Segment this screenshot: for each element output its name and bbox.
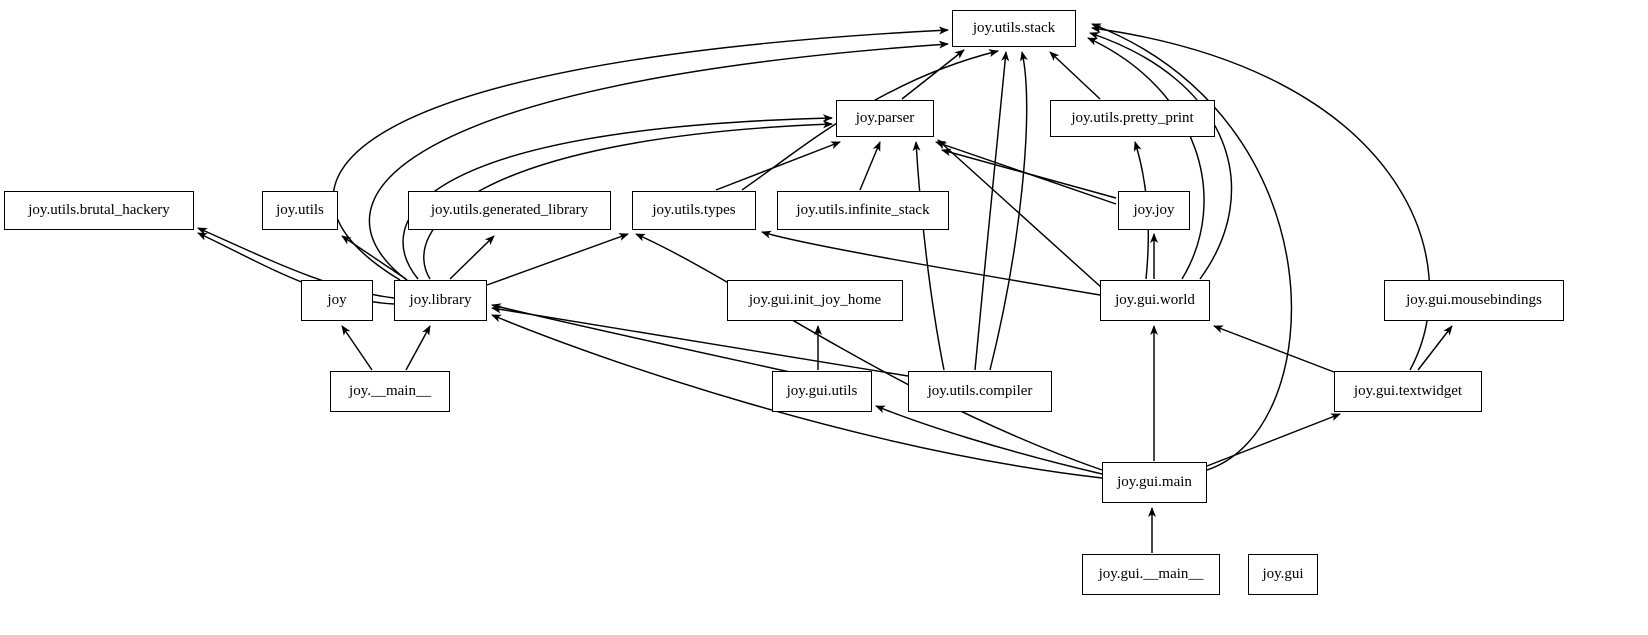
edge-joy-utils-pretty-print-to-joy-utils-stack [1049,51,1101,100]
node-joy-utils-brutal-hackery[interactable]: joy.utils.brutal_hackery [4,191,194,230]
node-label: joy.utils [276,202,324,218]
node-label: joy [327,292,347,308]
edge-joy-gui-world-to-joy-parser [937,139,1103,289]
edge-joy-utils-infinite-stack-to-joy-parser [859,141,881,191]
node-joy-gui-mousebindings[interactable]: joy.gui.mousebindings [1384,280,1564,321]
edge-joy-library-to-joy-utils [341,235,407,280]
node-joy[interactable]: joy [301,280,373,321]
node-label: joy.utils.pretty_print [1071,110,1194,126]
node-label: joy.gui.main [1117,474,1192,490]
node-joy-gui-world[interactable]: joy.gui.world [1100,280,1210,321]
edge-joy-library-to-joy-utils-types [486,233,629,286]
node-joy-gui[interactable]: joy.gui [1248,554,1318,595]
edge-joy-utils-compiler-to-joy-utils-stack-b [989,51,1028,371]
edge-joy-gui-textwidget-to-joy-gui-mousebindings [1417,325,1453,371]
node-joy-joy[interactable]: joy.joy [1118,191,1190,230]
edge-joy-utils-compiler-to-joy-utils-stack-a [974,51,1010,371]
edge-joy-main-to-joy [341,325,373,371]
node-label: joy.gui.textwidget [1353,383,1463,399]
node-joy-parser[interactable]: joy.parser [836,100,934,137]
node-joy-gui-main[interactable]: joy.gui.main [1102,462,1207,503]
edge-joy-main-to-joy-library [405,325,431,371]
node-joy-utils[interactable]: joy.utils [262,191,338,230]
node-label: joy.gui.__main__ [1098,566,1204,582]
node-label: joy.gui.mousebindings [1406,292,1542,308]
node-label: joy.utils.brutal_hackery [28,202,170,218]
edge-joy-library-to-joy-utils-generated-library [449,235,495,280]
node-label: joy.gui [1262,566,1304,582]
node-joy-utils-stack[interactable]: joy.utils.stack [952,10,1076,47]
edge-joy-gui-main-to-joy-utils-types [635,233,1103,471]
node-label: joy.__main__ [349,383,431,399]
edge-joy-gui-main-to-joy-gui-textwidget [1206,413,1341,467]
edge-joy-gui-textwidget-to-joy-gui-world [1213,325,1335,373]
node-joy-gui-utils[interactable]: joy.gui.utils [772,371,872,412]
node-joy-utils-types[interactable]: joy.utils.types [632,191,756,230]
node-joy-dunder-main[interactable]: joy.__main__ [330,371,450,412]
edge-joy-library-to-joy-utils-stack-a [332,26,949,281]
edge-joy-joy-to-joy-parser-b [935,141,1117,205]
edge-joy-gui-world-to-joy-utils-stack-b [1089,32,1233,280]
node-label: joy.parser [855,110,915,126]
edge-joy-parser-to-joy-utils-stack [901,49,965,100]
node-joy-utils-infinite-stack[interactable]: joy.utils.infinite_stack [777,191,949,230]
node-label: joy.utils.generated_library [430,202,589,218]
edge-joy-utils-types-to-joy-parser [715,141,841,191]
node-label: joy.library [409,292,472,308]
node-joy-utils-compiler[interactable]: joy.utils.compiler [908,371,1052,412]
edge-joy-utils-compiler-to-joy-parser [912,141,945,371]
node-joy-gui-dunder-main[interactable]: joy.gui.__main__ [1082,554,1220,595]
node-label: joy.utils.compiler [927,383,1033,399]
node-joy-utils-pretty-print[interactable]: joy.utils.pretty_print [1050,100,1215,137]
edge-joy-joy-to-joy-parser-a [941,148,1117,199]
node-joy-library[interactable]: joy.library [394,280,487,321]
edge-joy-library-to-joy-utils-stack-b [368,40,949,282]
node-label: joy.gui.world [1115,292,1195,308]
node-label: joy.utils.types [652,202,736,218]
edge-joy-gui-world-to-joy-utils-stack-a [1087,37,1205,280]
node-label: joy.utils.stack [972,20,1056,36]
node-label: joy.joy [1133,202,1175,218]
edge-joy-gui-main-to-joy-utils-stack [1091,23,1293,471]
node-joy-utils-generated-library[interactable]: joy.utils.generated_library [408,191,611,230]
node-joy-gui-textwidget[interactable]: joy.gui.textwidget [1334,371,1482,412]
edge-joy-gui-main-to-joy-gui-utils [875,405,1103,475]
node-label: joy.gui.utils [786,383,858,399]
node-label: joy.gui.init_joy_home [748,292,882,308]
node-label: joy.utils.infinite_stack [796,202,930,218]
node-joy-gui-init-joy-home[interactable]: joy.gui.init_joy_home [727,280,903,321]
